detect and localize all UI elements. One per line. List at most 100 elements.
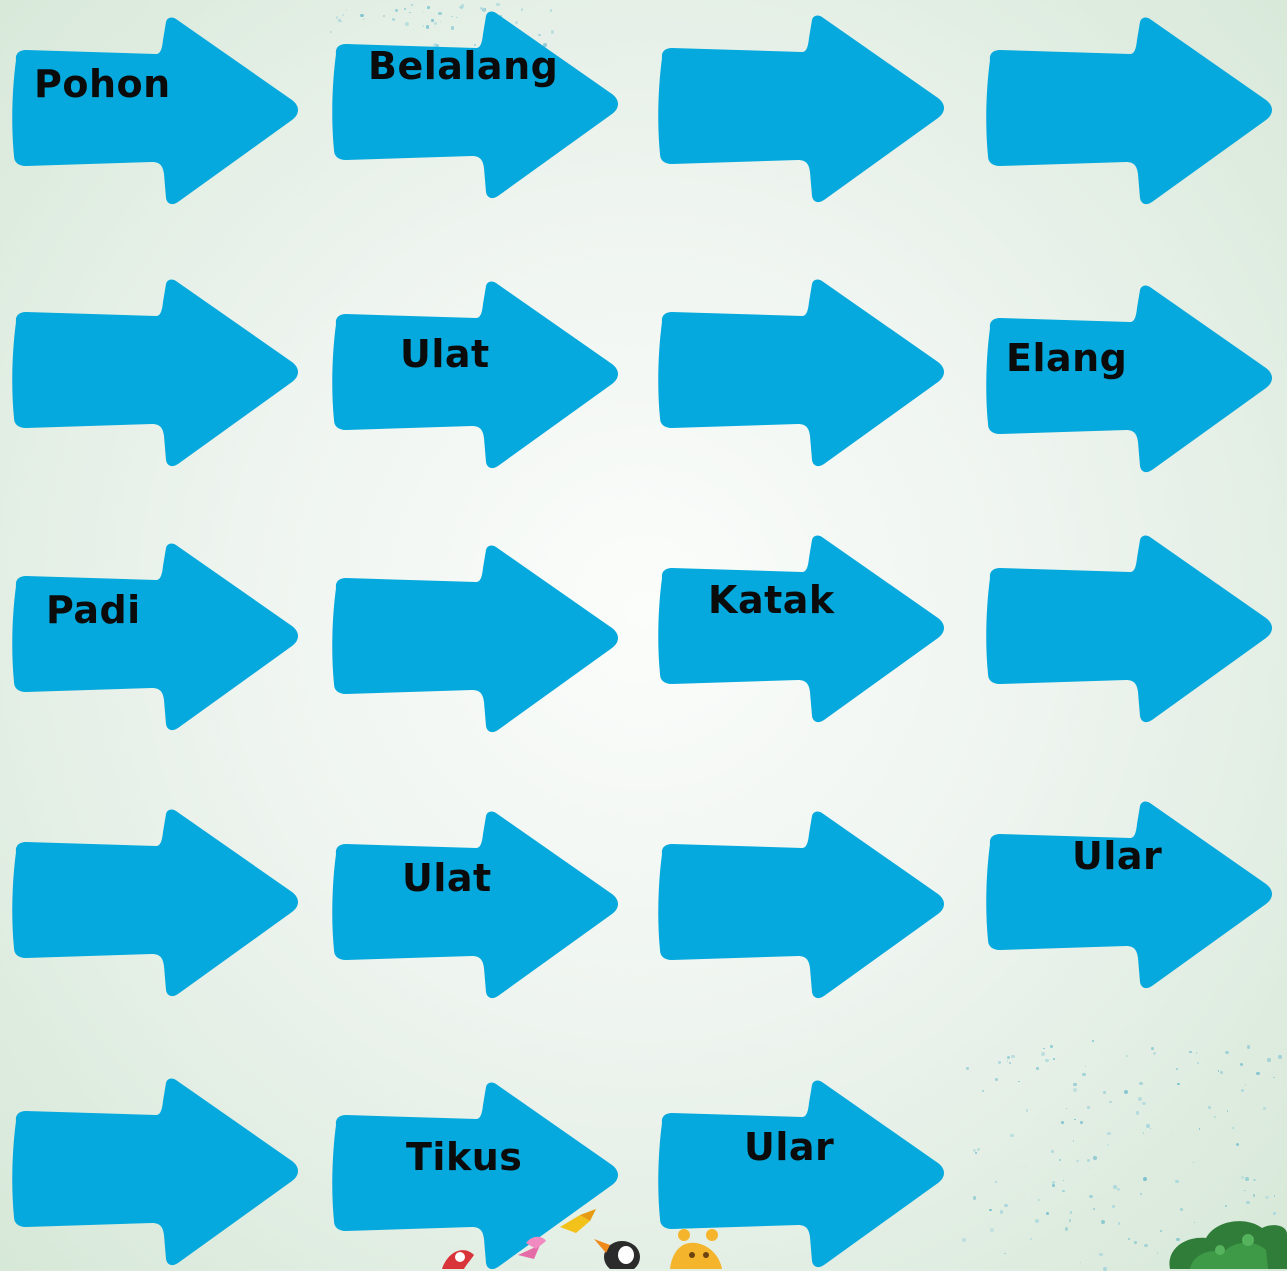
speckle-dot: [1195, 1237, 1197, 1239]
speckle-dot: [345, 9, 347, 11]
speckle-dot: [409, 11, 412, 14]
speckle-dot: [1073, 1082, 1078, 1087]
arrow-label: Belalang: [368, 44, 559, 88]
speckle-dot: [338, 19, 341, 22]
arrow-card-r2c1: [6, 278, 306, 468]
speckle-dot: [999, 1210, 1004, 1214]
speckle-dot: [1145, 1124, 1150, 1128]
speckle-dot: [1153, 1052, 1156, 1055]
arrow-shape: [12, 543, 298, 731]
speckle-dot: [1073, 1087, 1078, 1092]
speckle-dot: [425, 24, 430, 29]
speckle-dot: [1035, 1067, 1039, 1070]
arrow-fill: [332, 11, 618, 199]
arrow-fill: [986, 801, 1272, 989]
arrow-card-r4c3: [652, 810, 952, 1000]
speckle-dot: [1143, 1177, 1148, 1182]
arrow-shape: [986, 801, 1272, 989]
speckle-dot: [1125, 1054, 1128, 1057]
speckle-dot: [1232, 1126, 1235, 1129]
speckle-dot: [514, 20, 519, 25]
speckle-dot: [1009, 1133, 1014, 1138]
speckle-dot: [1256, 1071, 1260, 1076]
speckle-dot: [1278, 1055, 1282, 1059]
arrow-card-r2c4: Elang: [980, 284, 1280, 474]
speckle-dot: [1049, 1044, 1053, 1048]
speckle-dot: [1025, 1165, 1027, 1168]
speckle-dot: [1043, 1047, 1045, 1050]
speckle-dot: [1046, 1211, 1050, 1215]
arrow-fill: [986, 285, 1272, 473]
speckle-dot: [1079, 1262, 1082, 1264]
speckle-dot: [1245, 1084, 1247, 1086]
arrow-shape: [332, 545, 618, 733]
speckle-dot: [341, 13, 345, 17]
speckle-dot: [1106, 1143, 1110, 1146]
speckle-dot: [412, 29, 414, 31]
speckle-dot: [1062, 1179, 1064, 1182]
speckle-dot: [1035, 1219, 1040, 1223]
speckle-dot: [1038, 1198, 1041, 1201]
speckle-dot: [1053, 1058, 1056, 1060]
arrow-card-r3c1: Padi: [6, 542, 306, 732]
arrow-label: Ular: [744, 1125, 835, 1169]
speckle-dot: [1273, 1195, 1276, 1197]
speckle-dot: [974, 1152, 977, 1155]
speckle-dot: [1065, 1107, 1068, 1110]
speckle-dot: [1100, 1220, 1105, 1224]
arrow-label: Pohon: [34, 62, 171, 106]
speckle-dot: [1246, 1045, 1251, 1049]
speckle-dot: [977, 1148, 980, 1152]
speckle-dot: [438, 11, 442, 16]
speckle-dot: [1093, 1207, 1096, 1211]
speckle-dot: [1108, 1100, 1112, 1104]
speckle-dot: [391, 17, 395, 21]
speckle-dot: [1263, 1106, 1267, 1111]
speckle-dot: [433, 43, 438, 47]
speckle-dot: [1135, 1111, 1139, 1115]
speckle-dot: [1138, 1097, 1143, 1101]
speckle-dot: [1069, 1211, 1072, 1214]
speckle-dot: [1220, 1070, 1224, 1075]
speckle-dot: [1156, 1252, 1159, 1254]
arrow-shape: [658, 15, 944, 203]
speckle-dot: [1213, 1115, 1216, 1118]
arrow-card-r3c3: Katak: [652, 534, 952, 724]
arrow-shape: [986, 535, 1272, 723]
speckle-dot: [431, 18, 434, 22]
speckle-dot: [972, 1149, 977, 1153]
speckle-dot: [1197, 1062, 1200, 1065]
speckle-dot: [1018, 1080, 1020, 1083]
arrow-card-r3c4: [980, 534, 1280, 724]
speckle-dot: [382, 14, 386, 17]
arrow-fill: [332, 1082, 618, 1270]
speckle-dot: [1197, 1188, 1200, 1191]
speckle-dot: [1253, 1178, 1256, 1182]
arrow-shape: [12, 809, 298, 997]
speckle-dot: [1177, 1082, 1180, 1086]
arrow-shape: [986, 285, 1272, 473]
speckle-dot: [453, 41, 455, 43]
arrow-shape: [658, 535, 944, 723]
speckle-dot: [460, 6, 464, 9]
speckle-dot: [538, 33, 541, 37]
speckle-dot: [1099, 1252, 1103, 1256]
arrow-card-r1c1: Pohon: [6, 16, 306, 206]
speckle-dot: [549, 9, 553, 12]
arrow-fill: [986, 535, 1272, 723]
speckle-dot: [481, 7, 486, 12]
speckle-dot: [1076, 1159, 1079, 1162]
speckle-dot: [410, 3, 413, 7]
speckle-dot: [1272, 1076, 1275, 1079]
arrow-card-r1c3: [652, 14, 952, 204]
arrow-fill: [12, 1078, 298, 1266]
speckle-dot: [1245, 1200, 1250, 1205]
arrow-shape: [332, 11, 618, 199]
arrow-shape: [986, 17, 1272, 205]
speckle-dot: [1123, 1090, 1128, 1095]
speckle-dot: [1175, 1067, 1179, 1070]
speckle-dot: [1143, 1132, 1145, 1134]
speckle-dot: [433, 21, 438, 26]
speckle-dot: [1011, 1054, 1015, 1059]
